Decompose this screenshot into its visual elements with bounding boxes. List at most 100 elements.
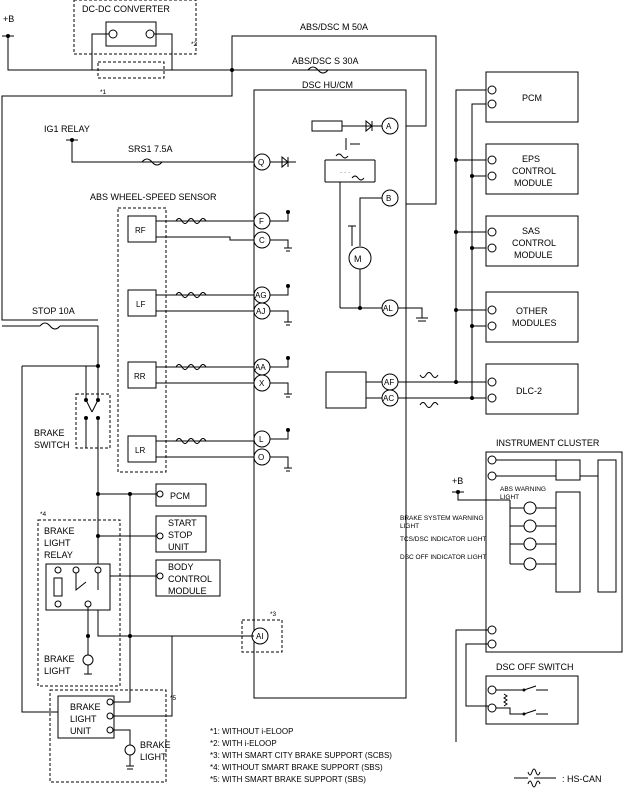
svg-text:LR: LR: [135, 446, 145, 455]
svg-text:RR: RR: [134, 372, 146, 381]
svg-text:BRAKE: BRAKE: [44, 526, 75, 536]
brake-light-unit-frame: [49, 689, 167, 783]
brake-light-bulb-unit: [124, 744, 136, 756]
diode-a: [365, 119, 373, 133]
svg-text:RF: RF: [135, 226, 146, 235]
can-transceiver: [325, 371, 367, 409]
cluster-title: INSTRUMENT CLUSTER: [496, 438, 600, 448]
fuse-abs-s: [307, 66, 329, 74]
brake-warning-bulb: [523, 519, 537, 533]
svg-text:CONTROL: CONTROL: [512, 166, 556, 176]
module-sas: [485, 215, 579, 267]
svg-text:DLC-2: DLC-2: [516, 386, 542, 396]
module-pcm: [485, 71, 579, 123]
svg-text:PCM: PCM: [170, 491, 190, 501]
tcs-bulb: [523, 537, 537, 551]
svg-text:· · ·: · · ·: [340, 169, 350, 176]
svg-text:EPS: EPS: [522, 154, 540, 164]
svg-text:BODY: BODY: [168, 562, 194, 572]
module-dlc2: [485, 363, 579, 415]
footnote-4: *4: WITHOUT SMART BRAKE SUPPORT (SBS): [210, 763, 383, 772]
svg-text:X: X: [259, 379, 265, 388]
svg-text:MODULE: MODULE: [168, 586, 207, 596]
fuse-abs-m-label: ABS/DSC M 50A: [300, 22, 368, 32]
brake-switch-frame: [75, 393, 111, 449]
start-stop-unit: [155, 515, 207, 553]
svg-text:RELAY: RELAY: [44, 550, 73, 560]
note-5: *5: [170, 695, 177, 702]
sensor-lf: [127, 289, 157, 317]
cluster-ecu: [555, 459, 581, 481]
svg-text:BRAKE: BRAKE: [34, 428, 65, 438]
svg-text:UNIT: UNIT: [70, 726, 91, 736]
fuse-stop: [39, 322, 61, 330]
module-other: [485, 291, 579, 343]
dcdc-converter-frame: [73, 0, 197, 55]
abs-warning-bulb: [523, 501, 537, 515]
svg-text:BRAKE: BRAKE: [70, 702, 101, 712]
cluster-driver: [597, 459, 617, 593]
svg-text:AA: AA: [255, 363, 266, 372]
sensor-lr: [127, 435, 157, 463]
dsc-hu-cm-label: DSC HU/CM: [302, 80, 353, 90]
svg-text:A: A: [386, 122, 392, 131]
svg-text:AJ: AJ: [256, 307, 265, 316]
plus-b-cluster-label: +B: [452, 476, 463, 486]
brake-switch: [85, 366, 99, 448]
dsc-off-switch[interactable]: [485, 675, 579, 725]
solenoid-block: [311, 120, 343, 132]
ig1-relay-label: IG1 RELAY: [44, 124, 90, 134]
svg-text:CONTROL: CONTROL: [168, 574, 212, 584]
svg-text:LIGHT: LIGHT: [140, 752, 167, 762]
svg-text:B: B: [386, 194, 391, 203]
dsc-off-switch-label: DSC OFF SWITCH: [496, 662, 574, 672]
svg-text:TCS/DSC INDICATOR LIGHT: TCS/DSC INDICATOR LIGHT: [400, 536, 486, 543]
note-4: *4: [40, 511, 47, 518]
footnote-1: *1: WITHOUT i-ELOOP: [210, 727, 293, 736]
svg-text:LIGHT: LIGHT: [44, 666, 71, 676]
footnote-3: *3: WITH SMART CITY BRAKE SUPPORT (SCBS): [210, 751, 392, 760]
sensor-rr: [127, 361, 157, 389]
hs-can-legend-symbol: [514, 768, 556, 788]
svg-text:AC: AC: [383, 394, 394, 403]
svg-text:UNIT: UNIT: [168, 542, 189, 552]
svg-text:BRAKE: BRAKE: [140, 740, 171, 750]
svg-text:L: L: [259, 435, 264, 444]
svg-text:MODULE: MODULE: [514, 178, 553, 188]
svg-text:C: C: [259, 236, 265, 245]
svg-text:LIGHT: LIGHT: [70, 714, 97, 724]
svg-text:LIGHT: LIGHT: [400, 523, 419, 530]
footnote-2: *2: WITH i-ELOOP: [210, 739, 277, 748]
hs-can-twist: [419, 372, 439, 408]
sensor-title: ABS WHEEL-SPEED SENSOR: [90, 192, 217, 202]
left-pcm: [155, 483, 207, 507]
hs-can-legend-label: : HS-CAN: [562, 774, 602, 784]
svg-text:Q: Q: [258, 158, 264, 167]
brake-light-relay-frame: [37, 519, 121, 687]
svg-text:AF: AF: [384, 378, 394, 387]
brake-light-unit: [57, 695, 115, 739]
svg-text:MODULE: MODULE: [514, 250, 553, 260]
svg-text:F: F: [259, 217, 264, 226]
svg-text:M: M: [354, 254, 362, 264]
svg-text:STOP: STOP: [168, 530, 192, 540]
brake-light-bulb-relay: [82, 654, 94, 666]
fuse-abs-s-label: ABS/DSC S 30A: [292, 56, 359, 66]
svg-text:LIGHT: LIGHT: [44, 538, 71, 548]
fuse-srs1: [141, 158, 163, 166]
footnote-5: *5: WITH SMART BRAKE SUPPORT (SBS): [210, 775, 366, 784]
svg-text:AL: AL: [383, 304, 393, 313]
sensor-frame: [117, 207, 167, 473]
note-1: *1: [100, 89, 107, 96]
dsc-off-bulb: [523, 557, 537, 571]
svg-text:DSC OFF INDICATOR LIGHT: DSC OFF INDICATOR LIGHT: [400, 554, 486, 561]
plus-b-label: +B: [3, 14, 14, 24]
svg-text:SWITCH: SWITCH: [34, 440, 70, 450]
svg-text:ABS WARNING: ABS WARNING: [500, 486, 546, 493]
module-eps: [485, 143, 579, 195]
svg-text:OTHER: OTHER: [516, 306, 548, 316]
svg-text:BRAKE: BRAKE: [44, 654, 75, 664]
dcdc-converter-label: DC-DC CONVERTER: [82, 4, 170, 14]
sensor-rf: [127, 215, 157, 243]
